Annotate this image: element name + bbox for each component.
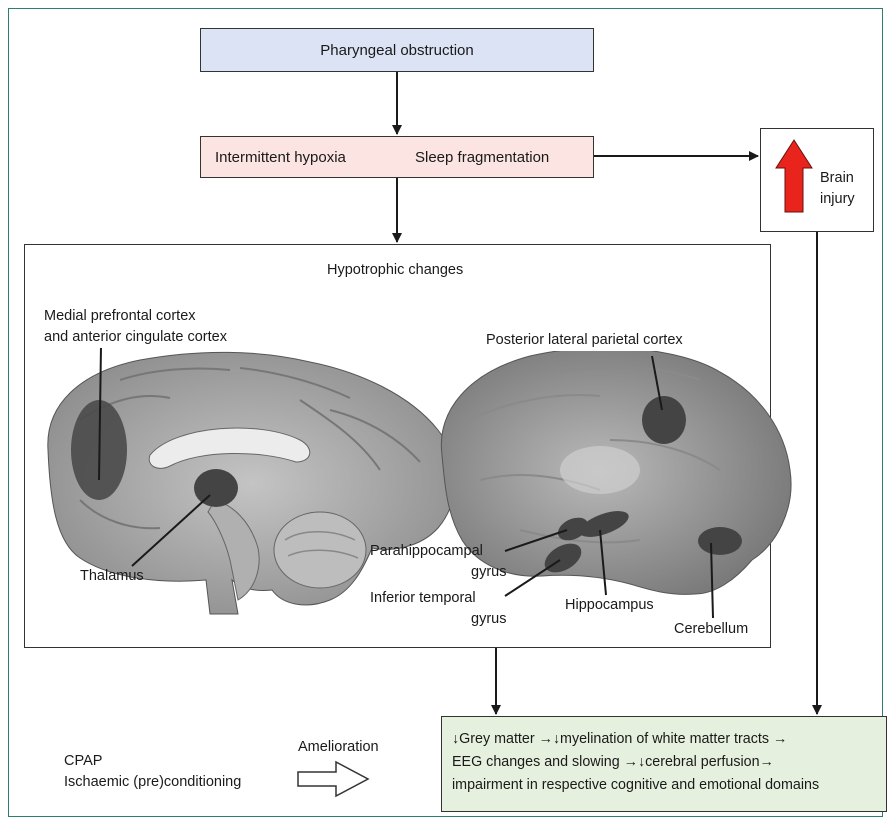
hippocampus-region <box>579 511 629 537</box>
cpap-label: CPAP <box>64 753 103 769</box>
right-brain-image <box>440 347 792 595</box>
medial-prefrontal-label-2: and anterior cingulate cortex <box>44 327 227 348</box>
hippocampus-label: Hippocampus <box>565 597 654 613</box>
leader-thalamus <box>131 494 211 567</box>
figure-frame <box>8 8 883 817</box>
brain-injury-line1: Brain <box>820 170 854 186</box>
leader-hippocampus <box>599 529 607 596</box>
pharyngeal-obstruction-box: Pharyngeal obstruction <box>200 28 594 72</box>
posterior-parietal-region <box>642 396 686 444</box>
amelioration-label: Amelioration <box>298 739 379 755</box>
brain-injury-line2: injury <box>820 191 855 207</box>
leader-medial-prefrontal <box>98 345 102 481</box>
outcome-box <box>441 716 887 812</box>
ischaemic-preconditioning-label: Ischaemic (pre)conditioning <box>64 774 242 790</box>
brain-injury-box <box>760 128 874 232</box>
outcome-line2: EEG changes and slowing →↓cerebral perfu… <box>452 754 774 770</box>
cerebellum-region <box>698 527 742 555</box>
cerebellum-label: Cerebellum <box>674 621 749 637</box>
red-up-arrow-icon <box>775 139 813 213</box>
outcome-line3: impairment in respective cognitive and e… <box>452 777 820 793</box>
inferior-temporal-label-1: Inferior temporal <box>370 590 476 606</box>
medial-prefrontal-label-1: Medial prefrontal cortex <box>44 306 196 327</box>
parahippocampal-region <box>557 517 589 541</box>
amelioration-arrow-icon <box>297 760 370 798</box>
leader-inferior-temporal <box>504 559 561 597</box>
sleep-fragmentation-label: Sleep fragmentation <box>415 148 550 166</box>
posterior-parietal-label: Posterior lateral parietal cortex <box>486 330 683 351</box>
outcome-line1: ↓Grey matter →↓myelination of white matt… <box>452 731 788 747</box>
pharyngeal-obstruction-label: Pharyngeal obstruction <box>320 41 474 59</box>
parahippocampal-label-2: gyrus <box>471 564 507 580</box>
thalamus-label: Thalamus <box>80 568 144 584</box>
inferior-temporal-label-2: gyrus <box>471 611 507 627</box>
panel-title: Hypotrophic changes <box>327 262 464 278</box>
leader-cerebellum <box>710 542 714 619</box>
leader-posterior-parietal <box>651 355 663 411</box>
hypoxia-fragmentation-box: Intermittent hypoxia Sleep fragmentation <box>200 136 594 178</box>
intermittent-hypoxia-label: Intermittent hypoxia <box>215 148 346 166</box>
leader-parahippocampal <box>504 529 568 552</box>
parahippocampal-label-1: Parahippocampal <box>370 543 483 559</box>
thalamus-region <box>194 469 238 507</box>
